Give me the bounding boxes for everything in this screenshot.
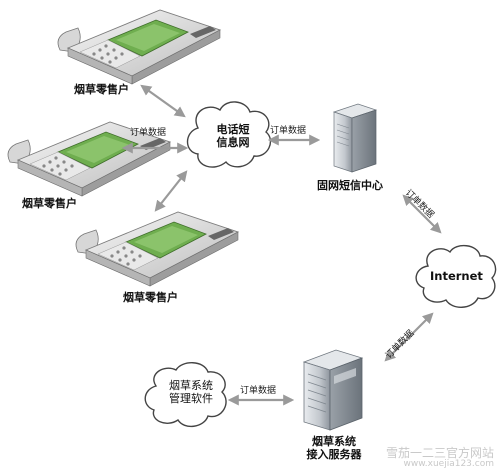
arrow-internet-server [384,312,434,362]
management-software-label: 烟草系统 管理软件 [169,379,213,405]
edge-label-network-center: 订单数据 [270,126,307,136]
watermark-text: 雪茄一二三官方网站 [385,445,494,460]
retailer-label-1: 烟草零售户 [74,83,129,96]
sms-center-label: 固网短信中心 [317,179,383,192]
retailer-label-3: 烟草零售户 [123,291,178,304]
sms-network-cloud [186,101,272,168]
watermark-url: www.xuejia123.com [403,458,494,469]
arrow-center-internet [402,194,442,234]
edge-label-server-software: 订单数据 [240,386,277,396]
arrow-phone1-network [140,84,186,118]
management-software-cloud [144,362,227,427]
edge-label-retailer-network: 订单数据 [130,128,167,138]
retailer-label-2: 烟草零售户 [22,197,77,210]
arrow-phone3-network [154,170,188,212]
phone-1 [57,9,222,85]
watermark: 雪茄一二三官方网站 www.xuejia123.com [386,447,494,469]
internet-label: Internet [430,269,483,283]
access-server [302,349,364,431]
access-server-label: 烟草系统 接入服务器 [306,435,362,461]
internet-cloud [415,245,497,308]
sms-center-server [332,103,378,173]
sms-network-label: 电话短 信息网 [216,123,250,149]
phone-3 [75,211,240,287]
